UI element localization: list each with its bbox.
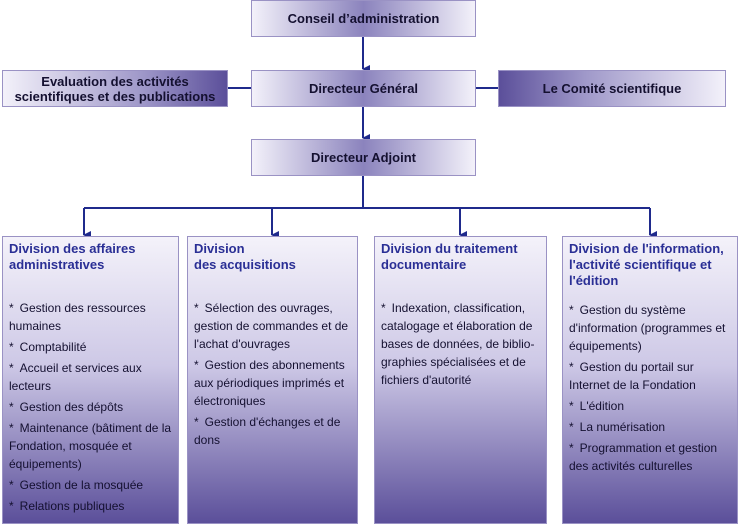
- list-item: Gestion du système d'information (progra…: [569, 301, 731, 355]
- division-title: Division des affaires administratives: [9, 241, 172, 273]
- division-title-line: l'activité scientifique et: [569, 257, 712, 272]
- division-item-list: Gestion du système d'information (progra…: [569, 301, 731, 475]
- list-item: Indexation, classification, catalogage e…: [381, 299, 540, 389]
- division-affaires-administratives: Division des affaires administratives Ge…: [2, 236, 179, 524]
- list-item: Gestion du portail sur Internet de la Fo…: [569, 358, 731, 394]
- list-item: Gestion de la mosquée: [9, 476, 172, 494]
- list-item: Gestion d'échanges et de dons: [194, 413, 351, 449]
- list-item: Maintenance (bâtiment de la Fondation, m…: [9, 419, 172, 473]
- division-title-line: des acquisitions: [194, 257, 296, 272]
- division-title-line: administratives: [9, 257, 105, 272]
- division-title: Division des acquisitions: [194, 241, 351, 273]
- division-title-line: Division des affaires: [9, 241, 136, 256]
- directeur-adjoint-box: Directeur Adjoint: [251, 139, 476, 176]
- conseil-label: Conseil d’administration: [287, 11, 440, 26]
- division-item-list: Indexation, classification, catalogage e…: [381, 299, 540, 389]
- list-item: Gestion des dépôts: [9, 398, 172, 416]
- division-title-line: Division: [194, 241, 245, 256]
- directeur-general-box: Directeur Général: [251, 70, 476, 107]
- division-title-line: Division du traitement: [381, 241, 518, 256]
- division-item-list: Gestion des ressources humaines Comptabi…: [9, 299, 172, 515]
- list-item: Sélection des ouvrages, gestion de comma…: [194, 299, 351, 353]
- division-acquisitions: Division des acquisitions Sélection des …: [187, 236, 358, 524]
- list-item: Comptabilité: [9, 338, 172, 356]
- conseil-box: Conseil d’administration: [251, 0, 476, 37]
- division-item-list: Sélection des ouvrages, gestion de comma…: [194, 299, 351, 449]
- comite-box: Le Comité scientifique: [498, 70, 726, 107]
- division-title-line: documentaire: [381, 257, 467, 272]
- evaluation-label-line2: scientifiques et des publications: [14, 88, 216, 104]
- list-item: Gestion des ressources humaines: [9, 299, 172, 335]
- list-item: Relations publiques: [9, 497, 172, 515]
- list-item: Accueil et services aux lecteurs: [9, 359, 172, 395]
- list-item: L'édition: [569, 397, 731, 415]
- evaluation-box: Evaluation des activités scientifiques e…: [2, 70, 228, 107]
- division-title-line: Division de l'information,: [569, 241, 724, 256]
- division-information-edition: Division de l'information, l'activité sc…: [562, 236, 738, 524]
- list-item: Programmation et gestion des activités c…: [569, 439, 731, 475]
- comite-label: Le Comité scientifique: [542, 81, 682, 96]
- list-item: Gestion des abonnements aux périodiques …: [194, 356, 351, 410]
- division-traitement-documentaire: Division du traitement documentaire Inde…: [374, 236, 547, 524]
- directeur-adjoint-label: Directeur Adjoint: [311, 150, 416, 165]
- division-title-line: l'édition: [569, 273, 619, 288]
- directeur-general-label: Directeur Général: [308, 81, 419, 96]
- list-item: La numérisation: [569, 418, 731, 436]
- division-title: Division du traitement documentaire: [381, 241, 540, 273]
- evaluation-label-line1: Evaluation des activités: [41, 73, 189, 89]
- division-title: Division de l'information, l'activité sc…: [569, 241, 731, 289]
